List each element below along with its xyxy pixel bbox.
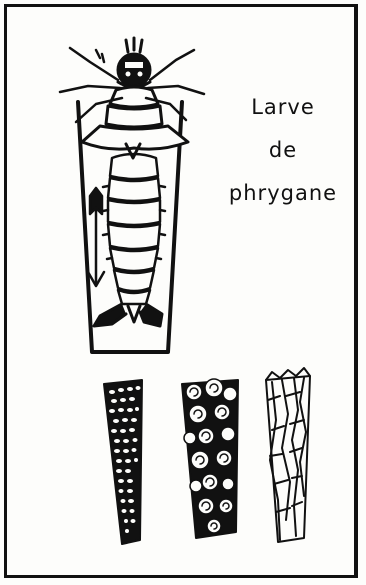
larva-thorax	[82, 87, 188, 158]
caption: Larve de phrygane	[218, 86, 348, 215]
gravel-case	[104, 380, 142, 544]
caption-line-larve: Larve	[218, 86, 348, 129]
larva-head	[118, 54, 150, 87]
antennae	[126, 38, 142, 52]
water-flow-arrow	[88, 188, 104, 286]
caption-line-de: de	[218, 129, 348, 172]
larva-abdomen	[103, 154, 165, 304]
caption-line-phrygane: phrygane	[218, 172, 348, 215]
plant-debris-case	[266, 368, 310, 542]
shell-case	[182, 379, 238, 538]
anal-hooks	[94, 304, 162, 326]
